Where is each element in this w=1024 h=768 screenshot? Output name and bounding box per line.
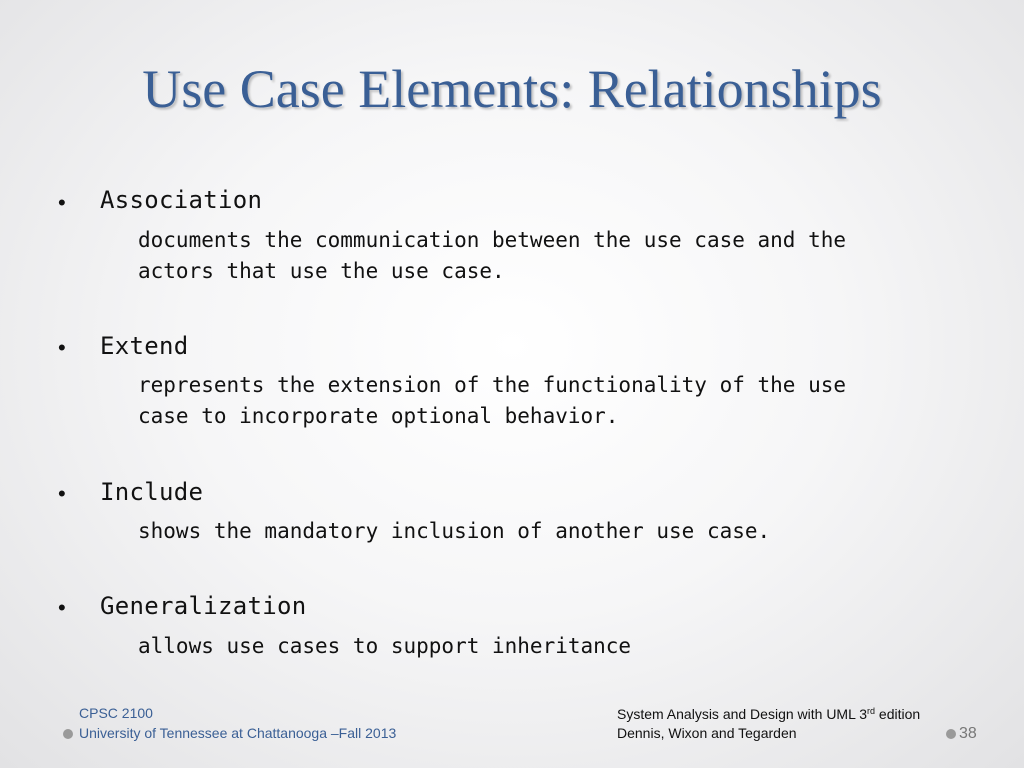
- bullet-description: shows the mandatory inclusion of another…: [138, 519, 771, 543]
- edition-label: edition: [875, 706, 921, 722]
- bullet-description: allows use cases to support inheritance: [138, 634, 632, 658]
- textbook-citation: System Analysis and Design with UML 3rd …: [617, 706, 920, 722]
- course-label: CPSC 2100: [79, 705, 153, 721]
- university-label: University of Tennessee at Chattanooga –…: [79, 725, 397, 741]
- bullet-icon: •: [58, 190, 66, 215]
- bullet-icon: •: [58, 481, 66, 506]
- bullet-term: Association: [100, 186, 263, 214]
- bullet-description: documents the communication between the …: [138, 228, 847, 283]
- textbook-authors: Dennis, Wixon and Tegarden: [617, 725, 797, 741]
- page-number-dot-icon: [946, 729, 956, 739]
- bullet-term: Extend: [100, 332, 189, 360]
- page-number: 38: [959, 725, 977, 742]
- bullet-icon: •: [58, 335, 66, 360]
- slide-title: Use Case Elements: Relationships: [142, 59, 882, 119]
- edition-superscript: rd: [867, 706, 876, 716]
- bullet-description: represents the extension of the function…: [138, 373, 847, 428]
- bullet-term: Include: [100, 478, 204, 506]
- footer-bullet-icon: [63, 729, 73, 739]
- bullet-term: Generalization: [100, 592, 307, 620]
- bullet-icon: •: [58, 595, 66, 620]
- textbook-title: System Analysis and Design with UML 3: [617, 706, 868, 722]
